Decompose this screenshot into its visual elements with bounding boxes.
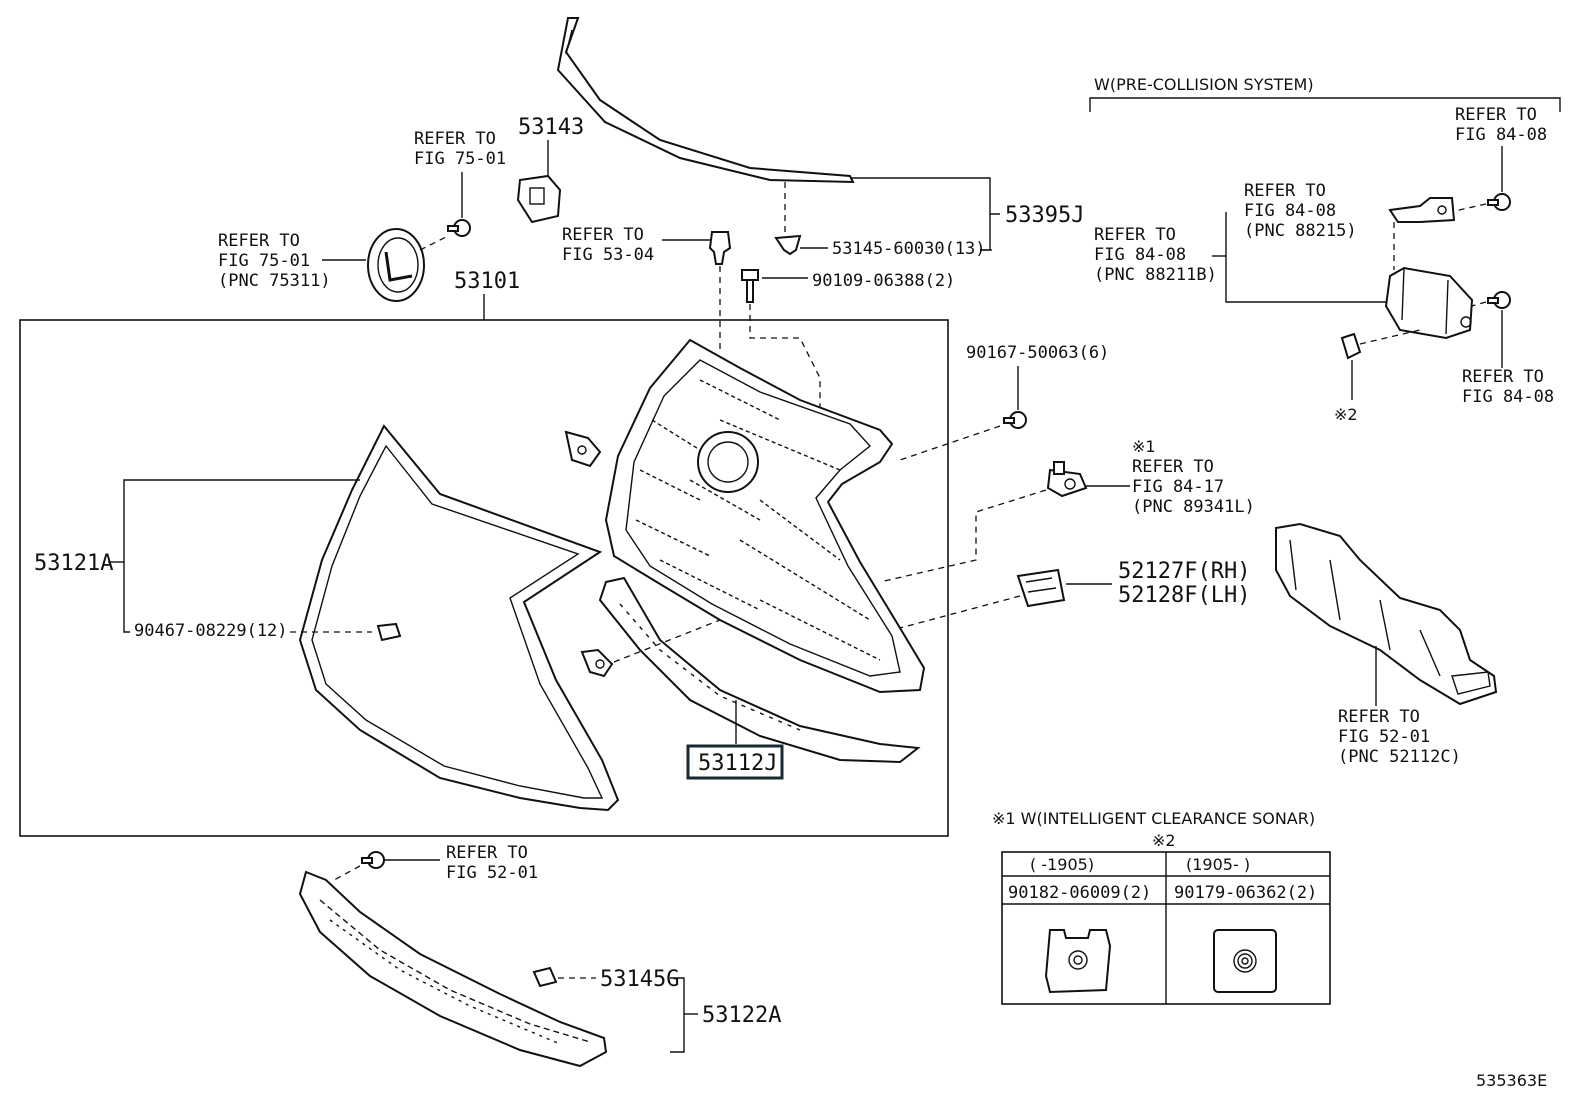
bolt-90109-06388 (741, 269, 759, 303)
table-col1-part: 90182-06009(2) (1008, 883, 1151, 903)
label-refer-52-01-a-l3: (PNC 52112C) (1338, 747, 1461, 767)
label-53121a: 53121A (34, 551, 113, 576)
label-refer-75-01-a-l1: REFER TO (414, 129, 496, 149)
label-52127f: 52127F(RH) (1118, 559, 1250, 584)
bolt-90167-50063 (1003, 411, 1027, 429)
label-refer-84-08-b-l2: FIG 84-08 (1244, 201, 1336, 221)
label-53112j: 53112J (698, 751, 777, 776)
label-note2-mark: ※2 (1334, 405, 1358, 424)
label-refer-84-08-c-l2: FIG 84-08 (1094, 245, 1186, 265)
nut-pcs (1340, 332, 1362, 360)
bolt-emblem (447, 219, 471, 237)
bumper-absorber (1275, 522, 1498, 706)
highlight-53112j (686, 744, 784, 780)
clip-90467-08229 (376, 622, 402, 642)
clip-lower-strip (580, 648, 614, 678)
grille-body (604, 338, 926, 694)
label-sonar-mark: ※1 (1132, 437, 1156, 456)
clip-53145g (532, 966, 558, 988)
round-nut-icon (1213, 929, 1277, 993)
lower-grille-53122a (298, 870, 608, 1068)
square-nut-icon (1044, 929, 1112, 994)
clip-fig-53-04 (708, 231, 732, 265)
table-col2-header: (1905- ) (1186, 855, 1250, 874)
label-refer-52-01-a-l1: REFER TO (1338, 707, 1420, 727)
label-refer-75-01-b-l3: (PNC 75311) (218, 271, 331, 291)
bolt-pcs-right (1487, 291, 1511, 309)
label-53145-60030: 53145-60030(13) (832, 239, 986, 259)
label-refer-53-04-l2: FIG 53-04 (562, 245, 654, 265)
label-refer-84-08-d-l2: FIG 84-08 (1462, 387, 1554, 407)
label-53143: 53143 (518, 115, 584, 140)
label-refer-84-08-c-l1: REFER TO (1094, 225, 1176, 245)
label-pcs-title: W(PRE-COLLISION SYSTEM) (1094, 75, 1314, 94)
bracket-53143 (516, 174, 562, 224)
label-53145g: 53145G (600, 967, 679, 992)
side-bracket (564, 430, 602, 468)
label-90467-08229: 90467-08229(12) (134, 621, 288, 641)
label-53122a: 53122A (702, 1003, 781, 1028)
label-refer-84-08-a-l2: FIG 84-08 (1455, 125, 1547, 145)
diagram-id: 535363E (1476, 1071, 1547, 1090)
label-53101: 53101 (454, 269, 520, 294)
retainer-52127f (1016, 568, 1066, 608)
label-refer-84-08-c-l3: (PNC 88211B) (1094, 265, 1217, 285)
frame-53121a (298, 424, 620, 812)
label-refer-84-17-l1: REFER TO (1132, 457, 1214, 477)
label-refer-84-17-l2: FIG 84-17 (1132, 477, 1224, 497)
label-refer-84-17-l3: (PNC 89341L) (1132, 497, 1255, 517)
bolt-lower-grille (361, 851, 385, 869)
radar-bracket (1388, 197, 1456, 223)
label-refer-84-08-a-l1: REFER TO (1455, 105, 1537, 125)
label-refer-75-01-b-l1: REFER TO (218, 231, 300, 251)
lower-strip-53112j (598, 576, 921, 764)
label-52128f: 52128F(LH) (1118, 583, 1250, 608)
label-refer-53-04-l1: REFER TO (562, 225, 644, 245)
upper-molding-part (556, 17, 855, 184)
label-sonar-note: ※1 W(INTELLIGENT CLEARANCE SONAR) (992, 809, 1315, 828)
clip-53145-60030 (774, 234, 802, 256)
bolt-pcs-top (1487, 193, 1511, 211)
label-90109-06388: 90109-06388(2) (812, 271, 955, 291)
radar-sensor (1384, 266, 1474, 340)
label-refer-84-08-d-l1: REFER TO (1462, 367, 1544, 387)
label-refer-52-01-b-l1: REFER TO (446, 843, 528, 863)
label-refer-75-01-b-l2: FIG 75-01 (218, 251, 310, 271)
label-refer-84-08-b-l3: (PNC 88215) (1244, 221, 1357, 241)
label-table-mark: ※2 (1152, 831, 1176, 850)
table-col1-header: ( -1905) (1030, 855, 1094, 874)
label-refer-52-01-a-l2: FIG 52-01 (1338, 727, 1430, 747)
emblem-part (367, 228, 425, 302)
table-col2-part: 90179-06362(2) (1174, 883, 1317, 903)
label-refer-52-01-b-l2: FIG 52-01 (446, 863, 538, 883)
label-refer-75-01-a-l2: FIG 75-01 (414, 149, 506, 169)
sonar-sensor (1046, 461, 1088, 498)
label-53395j: 53395J (1005, 203, 1084, 228)
variant-table (1001, 851, 1331, 1005)
label-refer-84-08-b-l1: REFER TO (1244, 181, 1326, 201)
label-90167-50063: 90167-50063(6) (966, 343, 1109, 363)
